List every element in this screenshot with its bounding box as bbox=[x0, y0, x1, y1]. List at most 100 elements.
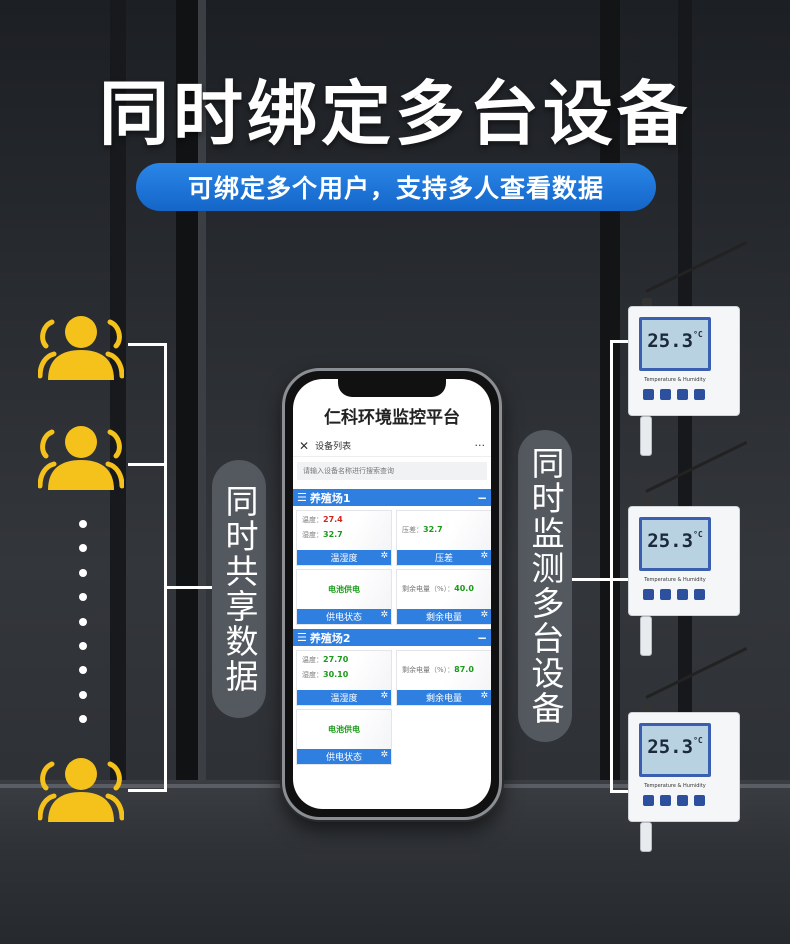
hum-label: 湿度： bbox=[302, 531, 323, 539]
pressure-label: 压差： bbox=[402, 526, 423, 534]
gear-icon[interactable]: ✲ bbox=[480, 610, 488, 620]
card-body: 电池供电 bbox=[297, 710, 391, 749]
user-group-icon bbox=[38, 758, 124, 822]
gear-icon[interactable]: ✲ bbox=[380, 750, 388, 760]
dot bbox=[79, 593, 87, 602]
subtitle-pill: 可绑定多个用户，支持多人查看数据 bbox=[136, 163, 656, 211]
more-icon[interactable]: ··· bbox=[474, 439, 486, 452]
card-body: 剩余电量（%）：40.0 bbox=[397, 570, 491, 609]
dot bbox=[79, 666, 87, 675]
gear-icon[interactable]: ✲ bbox=[380, 610, 388, 620]
lcd-display: 25.3°C bbox=[639, 723, 711, 777]
group-header[interactable]: ☰ 养殖场1 − bbox=[293, 489, 491, 506]
hum-value: 30.10 bbox=[323, 670, 349, 679]
group-name: 养殖场1 bbox=[309, 491, 351, 505]
card-footer[interactable]: 压差 ✲ bbox=[397, 550, 491, 565]
close-icon[interactable]: ✕ bbox=[299, 438, 310, 453]
bg-stripe bbox=[198, 0, 206, 944]
app-title: 仁科环境监控平台 bbox=[324, 408, 460, 428]
connector-line bbox=[128, 463, 166, 466]
sensor-button bbox=[694, 389, 705, 400]
connector-line bbox=[164, 343, 167, 792]
card-footer-label: 供电状态 bbox=[325, 753, 362, 763]
dot bbox=[79, 544, 87, 553]
card-footer[interactable]: 剩余电量 ✲ bbox=[397, 609, 491, 624]
battery-value: 40.0 bbox=[454, 584, 474, 593]
connector-line bbox=[610, 340, 632, 343]
sensor-label: Temperature & Humidity bbox=[644, 577, 706, 583]
connector-line bbox=[610, 790, 632, 793]
connector-line bbox=[610, 340, 613, 792]
antenna bbox=[645, 647, 748, 699]
antenna-base bbox=[642, 498, 652, 508]
list-icon: ☰ bbox=[297, 491, 307, 504]
lcd-reading: 25.3°C bbox=[647, 330, 703, 352]
group-header[interactable]: ☰ 养殖场2 − bbox=[293, 629, 491, 646]
connector-line bbox=[610, 578, 632, 581]
battery-label: 剩余电量（%）： bbox=[402, 666, 455, 674]
sensor-label: Temperature & Humidity bbox=[644, 783, 706, 789]
card-footer[interactable]: 供电状态✲ bbox=[297, 609, 391, 624]
card-footer-label: 剩余电量 bbox=[425, 613, 462, 623]
lcd-reading: 25.3°C bbox=[647, 530, 703, 552]
collapse-icon[interactable]: − bbox=[476, 490, 487, 505]
headline: 同时绑定多台设备 bbox=[99, 73, 691, 155]
card-footer[interactable]: 温湿度 ✲ bbox=[297, 690, 391, 705]
sensor-button bbox=[694, 795, 705, 806]
sensor-probe bbox=[640, 822, 652, 852]
gear-icon[interactable]: ✲ bbox=[380, 691, 388, 701]
hum-value: 32.7 bbox=[323, 530, 343, 539]
sensor-buttons bbox=[643, 389, 705, 400]
card-footer[interactable]: 温湿度✲ bbox=[297, 550, 391, 565]
gear-icon[interactable]: ✲ bbox=[480, 551, 488, 561]
card-body: 压差：32.7 bbox=[397, 511, 491, 550]
card-footer-label: 剩余电量 bbox=[425, 694, 462, 704]
antenna-base bbox=[642, 298, 652, 308]
sensor-button bbox=[643, 589, 654, 600]
temp-label: 温度： bbox=[302, 516, 323, 524]
dot bbox=[79, 617, 87, 626]
sensor-probe bbox=[640, 416, 652, 456]
sensor-probe bbox=[640, 616, 652, 656]
device-card[interactable]: 温度：27.70 湿度：30.10 温湿度 ✲ bbox=[296, 650, 392, 706]
nav-title: 设备列表 bbox=[315, 442, 352, 452]
card-footer-label: 压差 bbox=[434, 554, 453, 564]
sensor-body: 25.3°C Temperature & Humidity bbox=[628, 306, 740, 416]
device-card[interactable]: 压差：32.7 压差 ✲ bbox=[396, 510, 491, 566]
antenna bbox=[645, 441, 748, 493]
device-card[interactable]: 电池供电 供电状态 ✲ bbox=[296, 709, 392, 765]
card-body: 温度：27.70 湿度：30.10 bbox=[297, 651, 391, 690]
share-data-pill: 同时共享数据 bbox=[212, 460, 266, 718]
sensor-buttons bbox=[643, 795, 705, 806]
sensor-buttons bbox=[643, 589, 705, 600]
sensor-button bbox=[677, 389, 688, 400]
monitor-devices-pill: 同时监测多台设备 bbox=[518, 430, 572, 742]
device-card[interactable]: 温度：27.4 湿度：32.7 温湿度✲ bbox=[296, 510, 392, 566]
temp-value: 27.70 bbox=[323, 655, 349, 664]
search-input[interactable]: 请输入设备名称进行搜索查询 bbox=[297, 462, 487, 480]
dot bbox=[79, 520, 87, 528]
card-footer-label: 温湿度 bbox=[330, 694, 358, 704]
user-group-icon bbox=[38, 426, 124, 490]
phone-notch bbox=[338, 379, 446, 397]
device-card[interactable]: 电池供电 供电状态✲ bbox=[296, 569, 392, 625]
pressure-value: 32.7 bbox=[423, 525, 443, 534]
battery-label: 剩余电量（%）： bbox=[402, 585, 455, 593]
collapse-icon[interactable]: − bbox=[476, 630, 487, 645]
device-card[interactable]: 剩余电量（%）：87.0 剩余电量 ✲ bbox=[396, 650, 491, 706]
card-footer[interactable]: 供电状态 ✲ bbox=[297, 749, 391, 764]
connector-line bbox=[164, 586, 212, 589]
gear-icon[interactable]: ✲ bbox=[480, 691, 488, 701]
list-icon: ☰ bbox=[297, 631, 307, 644]
lcd-display: 25.3°C bbox=[639, 517, 711, 571]
card-body: 剩余电量（%）：87.0 bbox=[397, 651, 491, 690]
dot bbox=[79, 568, 87, 577]
connector-line bbox=[128, 789, 166, 792]
ellipsis-dots bbox=[79, 520, 87, 740]
card-body: 温度：27.4 湿度：32.7 bbox=[297, 511, 391, 550]
phone-screen: 仁科环境监控平台 ✕ 设备列表 ··· 请输入设备名称进行搜索查询 ☰ 养殖场1… bbox=[293, 379, 491, 809]
device-card[interactable]: 剩余电量（%）：40.0 剩余电量 ✲ bbox=[396, 569, 491, 625]
card-footer[interactable]: 剩余电量 ✲ bbox=[397, 690, 491, 705]
gear-icon[interactable]: ✲ bbox=[380, 551, 388, 561]
